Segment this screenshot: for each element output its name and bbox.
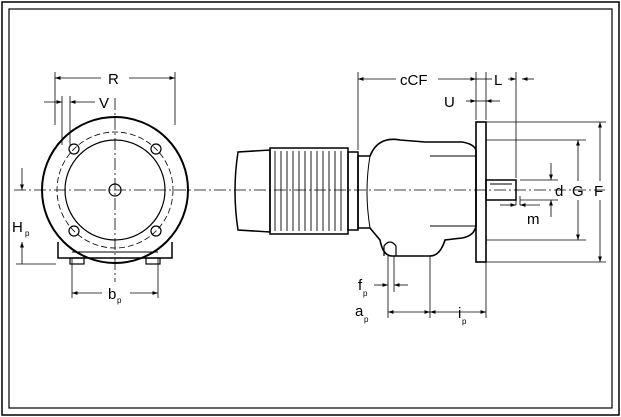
label-b: b bbox=[108, 286, 116, 303]
end-view-dimensions bbox=[16, 72, 176, 298]
label-b-subscript: p bbox=[117, 296, 122, 305]
end-view bbox=[41, 98, 189, 282]
label-G: G bbox=[572, 183, 584, 200]
label-L: L bbox=[494, 72, 502, 89]
label-cCF: cCF bbox=[400, 72, 428, 89]
label-a: a bbox=[355, 303, 364, 320]
label-f: f bbox=[358, 277, 363, 294]
gearbox-neck bbox=[430, 155, 476, 227]
motor-fan-cover bbox=[234, 149, 271, 233]
oil-plug bbox=[383, 241, 397, 256]
label-d: d bbox=[555, 183, 563, 200]
motor-body bbox=[269, 147, 349, 235]
motor-end-bell bbox=[347, 151, 359, 231]
label-m: m bbox=[527, 211, 540, 228]
bolt-hole-tr bbox=[150, 143, 162, 155]
inner-flange-circle bbox=[64, 139, 166, 241]
inner-frame bbox=[8, 8, 613, 409]
foot-base bbox=[57, 242, 173, 259]
label-H-subscript: p bbox=[25, 229, 30, 238]
side-view-dimensions bbox=[357, 72, 606, 318]
label-F: F bbox=[594, 183, 603, 200]
label-a-subscript: p bbox=[364, 315, 369, 324]
gearbox-housing bbox=[357, 138, 477, 257]
label-f-subscript: p bbox=[363, 289, 368, 298]
label-H: H bbox=[12, 219, 23, 236]
bolt-hole-tl bbox=[68, 143, 80, 155]
output-flange bbox=[475, 121, 487, 263]
bolt-circle bbox=[56, 131, 174, 249]
bolt-hole-br bbox=[150, 225, 162, 237]
outer-housing-circle bbox=[41, 116, 189, 264]
bolt-hole-bl bbox=[68, 225, 80, 237]
label-U: U bbox=[444, 94, 455, 111]
shaft-end-circle bbox=[108, 183, 122, 197]
label-i-subscript: p bbox=[462, 317, 467, 326]
side-view bbox=[234, 121, 517, 263]
motor-cooling-fins bbox=[274, 151, 342, 231]
label-i: i bbox=[458, 305, 461, 322]
label-R: R bbox=[108, 71, 119, 88]
label-V: V bbox=[99, 95, 109, 112]
